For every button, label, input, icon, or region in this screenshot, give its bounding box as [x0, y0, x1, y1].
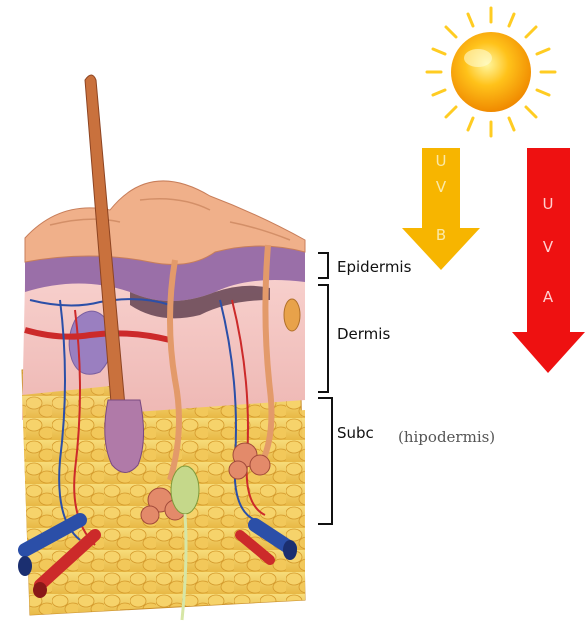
layer-brackets: [318, 253, 332, 524]
uva-letter-u: U: [540, 195, 556, 213]
uva-arrow: [512, 148, 585, 373]
uvb-letter-v: V: [433, 178, 449, 196]
uva-letter-a: A: [540, 288, 556, 306]
label-dermis: Dermis: [337, 325, 390, 343]
uva-letter-v: V: [540, 238, 556, 256]
label-hypodermis: (hipodermis): [398, 428, 495, 446]
label-subcutis: Subc: [337, 424, 374, 442]
skin-cross-section-illustration: [18, 75, 305, 620]
uvb-letter-b: B: [433, 226, 449, 244]
uvb-letter-u: U: [433, 152, 449, 170]
label-epidermis: Epidermis: [337, 258, 411, 276]
sun-icon: [427, 8, 555, 136]
